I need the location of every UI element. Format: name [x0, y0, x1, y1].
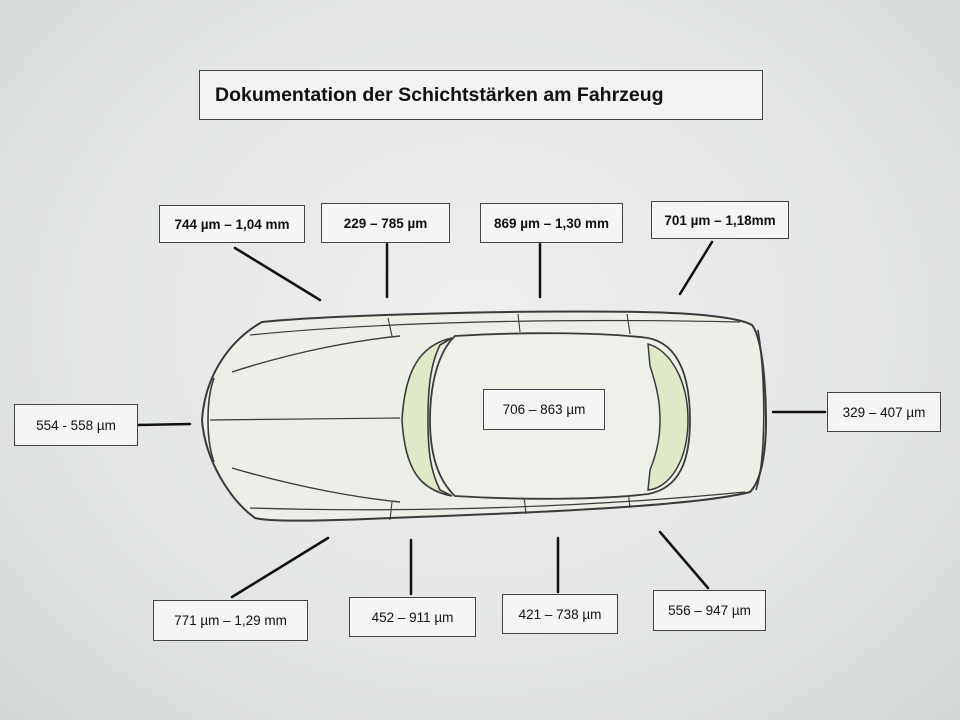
door-divider-1 — [387, 317, 393, 337]
measurement-top-3: 869 µm – 1,30 mm — [480, 203, 623, 243]
measurement-bottom-4: 556 – 947 µm — [653, 590, 766, 631]
rear-bumper — [755, 329, 765, 491]
front-bumper — [207, 377, 215, 463]
right-side-seam — [249, 491, 746, 511]
leader-line-top-1 — [233, 246, 322, 302]
measurement-bottom-3: 421 – 738 µm — [502, 594, 618, 634]
measurement-roof: 706 – 863 µm — [483, 389, 605, 430]
measurement-top-2: 229 – 785 µm — [321, 203, 450, 243]
front-right-panel — [231, 467, 401, 503]
door-divider-3 — [626, 313, 631, 335]
measurement-rear: 329 – 407 µm — [827, 392, 941, 432]
leader-lines — [136, 240, 827, 599]
door-divider-2 — [517, 313, 521, 333]
measurement-bottom-2: 452 – 911 µm — [349, 597, 476, 637]
leader-line-top-4 — [678, 240, 714, 296]
measurement-front: 554 - 558 µm — [14, 404, 138, 446]
measurement-top-4: 701 µm – 1,18mm — [651, 201, 789, 239]
measurement-top-1: 744 µm – 1,04 mm — [159, 205, 305, 243]
page-title: Dokumentation der Schichtstärken am Fahr… — [199, 70, 763, 120]
windshield — [401, 337, 453, 497]
measurement-bottom-1: 771 µm – 1,29 mm — [153, 600, 308, 641]
left-side-seam — [249, 319, 741, 336]
hood-line — [209, 417, 401, 421]
rear-window — [647, 342, 689, 491]
front-left-panel — [231, 335, 401, 373]
leader-line-bottom-4 — [658, 530, 710, 590]
door-divider-4 — [389, 501, 393, 521]
leader-line-front — [136, 422, 192, 427]
leader-line-bottom-1 — [230, 536, 330, 599]
